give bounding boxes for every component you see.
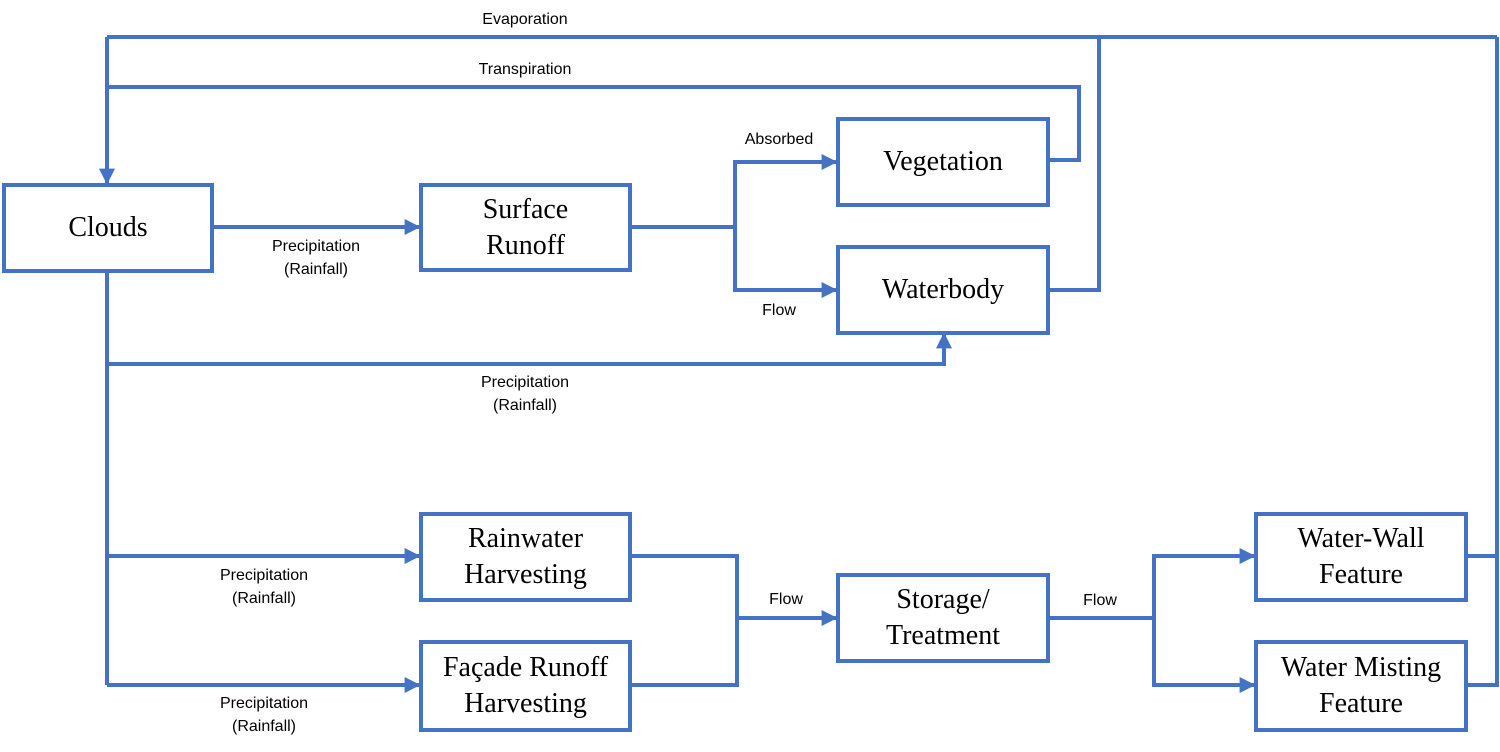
- storage-treatment-label-line1: Storage/: [896, 584, 990, 615]
- precipitation-surface-label: Precipitation (Rainfall): [246, 235, 386, 281]
- flow-features-label: Flow: [1083, 592, 1117, 609]
- precipitation-waterbody-label-line2: (Rainfall): [492, 397, 557, 414]
- surface-runoff-label-line1: Surface: [482, 193, 569, 225]
- absorbed-arrow: [733, 154, 838, 227]
- precipitation-waterbody-label: Precipitation (Rainfall): [455, 371, 595, 417]
- precipitation-rainwater-label-line1: Precipitation: [219, 567, 309, 584]
- precipitation-surface-label-line2: (Rainfall): [283, 261, 348, 278]
- precipitation-waterbody-arrow: [107, 332, 952, 366]
- facade-runoff-harvesting-node: Façade Runoff Harvesting: [419, 640, 632, 732]
- precipitation-rainwater-label-line2: (Rainfall): [231, 590, 296, 607]
- surface-runoff-label-line2: Runoff: [486, 229, 565, 261]
- water-wall-feature-label-line2: Feature: [1319, 559, 1403, 590]
- rainwater-harvesting-node: Rainwater Harvesting: [419, 512, 632, 602]
- clouds-node: Clouds: [2, 183, 214, 273]
- vegetation-node: Vegetation: [836, 117, 1050, 207]
- transpiration-label: Transpiration: [478, 61, 572, 78]
- evaporation-connector: [107, 35, 1101, 292]
- absorbed-label: Absorbed: [744, 131, 814, 148]
- facade-runoff-harvesting-label-line2: Harvesting: [464, 688, 587, 719]
- vegetation-label: Vegetation: [883, 146, 1003, 177]
- water-misting-feature-label-line1: Water Misting: [1280, 652, 1442, 683]
- flow-storage-label: Flow: [769, 591, 803, 608]
- harvesting-merge-connector: [632, 554, 739, 687]
- precipitation-facade-label: Precipitation (Rainfall): [194, 692, 334, 738]
- precipitation-rainwater-label: Precipitation (Rainfall): [194, 564, 334, 610]
- flow-water-wall-arrow: [1152, 548, 1256, 618]
- water-misting-feature-label-line2: Feature: [1319, 688, 1403, 719]
- water-wall-feature-label-line1: Water-Wall: [1297, 523, 1425, 554]
- waterbody-node: Waterbody: [836, 245, 1050, 335]
- storage-treatment-node: Storage/ Treatment: [836, 573, 1050, 663]
- water-misting-feature-node: Water Misting Feature: [1254, 640, 1468, 732]
- water-wall-feature-node: Water-Wall Feature: [1254, 512, 1468, 602]
- flow-water-misting-arrow: [1152, 618, 1256, 693]
- precipitation-facade-label-line2: (Rainfall): [231, 718, 296, 735]
- precipitation-surface-label-line1: Precipitation: [271, 238, 361, 255]
- rainwater-harvesting-label-line2: Harvesting: [464, 559, 587, 590]
- facade-runoff-harvesting-label-line1: Façade Runoff: [442, 652, 609, 683]
- storage-treatment-label-line2: Treatment: [885, 620, 1001, 651]
- evaporation-features-connector: [1468, 554, 1499, 687]
- evaporation-label: Evaporation: [482, 11, 568, 28]
- surface-runoff-node: Surface Runoff: [419, 183, 632, 272]
- rainwater-harvesting-label-line1: Rainwater: [467, 523, 584, 554]
- flow-waterbody-label: Flow: [762, 302, 796, 319]
- flow-waterbody-arrow: [733, 227, 838, 298]
- precipitation-waterbody-label-line1: Precipitation: [480, 374, 570, 391]
- clouds-label: Clouds: [68, 212, 148, 243]
- transpiration-connector: [107, 85, 1081, 162]
- waterbody-label: Waterbody: [881, 274, 1005, 305]
- precipitation-facade-label-line1: Precipitation: [219, 695, 309, 712]
